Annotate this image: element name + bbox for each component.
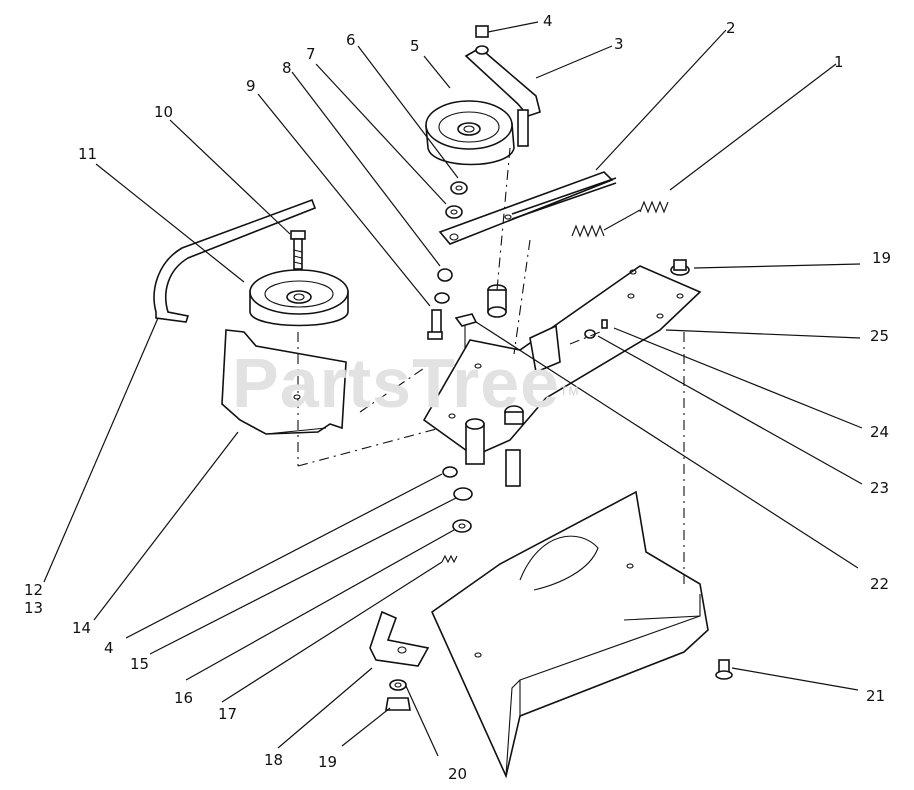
bushing-8 (434, 268, 453, 304)
shoulder-bolt (427, 309, 443, 340)
control-link (438, 171, 614, 245)
carriage-bolt (715, 659, 733, 680)
callout-19-bottom: 19 (318, 753, 338, 771)
phantom-lines (297, 331, 601, 467)
callout-3: 3 (614, 35, 624, 53)
callout-9: 9 (246, 77, 256, 95)
washer-bottom (389, 679, 407, 691)
callout-13: 13 (24, 599, 44, 617)
lower-shaft (441, 418, 485, 564)
rod (511, 177, 617, 220)
callout-7: 7 (306, 45, 316, 63)
callout-23: 23 (870, 479, 890, 497)
callout-20: 20 (448, 765, 468, 783)
nut-bottom (385, 697, 411, 711)
pivot-shaft (487, 147, 511, 318)
callout-4-bottom: 4 (104, 639, 114, 657)
callout-4-top: 4 (543, 12, 553, 30)
washer-upper (450, 181, 468, 195)
mounting-plate (422, 239, 702, 487)
drive-belt (153, 198, 317, 323)
belt-cover-housing (430, 332, 709, 779)
callout-10: 10 (154, 103, 174, 121)
idler-pulley-left (249, 269, 349, 327)
callout-12: 12 (24, 581, 44, 599)
callout-14: 14 (72, 619, 92, 637)
callout-19-top: 19 (872, 249, 892, 267)
watermark: PartsTreeTM (232, 344, 580, 422)
callout-6: 6 (346, 31, 356, 49)
callout-8: 8 (282, 59, 292, 77)
callout-11: 11 (78, 145, 98, 163)
callout-24: 24 (870, 423, 890, 441)
pulley-bolt (290, 230, 306, 270)
extension-spring (571, 200, 669, 238)
cotter-pin (454, 313, 478, 348)
callout-5: 5 (410, 37, 420, 55)
callout-18: 18 (264, 751, 284, 769)
callout-21: 21 (866, 687, 886, 705)
callout-22: 22 (870, 575, 890, 593)
flange-nut-top-right (670, 259, 690, 276)
callout-1: 1 (834, 53, 844, 71)
callout-17: 17 (218, 705, 238, 723)
nut-top (475, 25, 489, 55)
callout-2: 2 (726, 19, 736, 37)
callout-16: 16 (174, 689, 194, 707)
spacer-upper (445, 205, 463, 219)
callout-25: 25 (870, 327, 890, 345)
mounting-bracket (369, 610, 430, 667)
leader-lines (43, 21, 863, 757)
callout-15: 15 (130, 655, 150, 673)
top-pulley (425, 100, 515, 166)
belt-guide-plate (221, 329, 347, 435)
